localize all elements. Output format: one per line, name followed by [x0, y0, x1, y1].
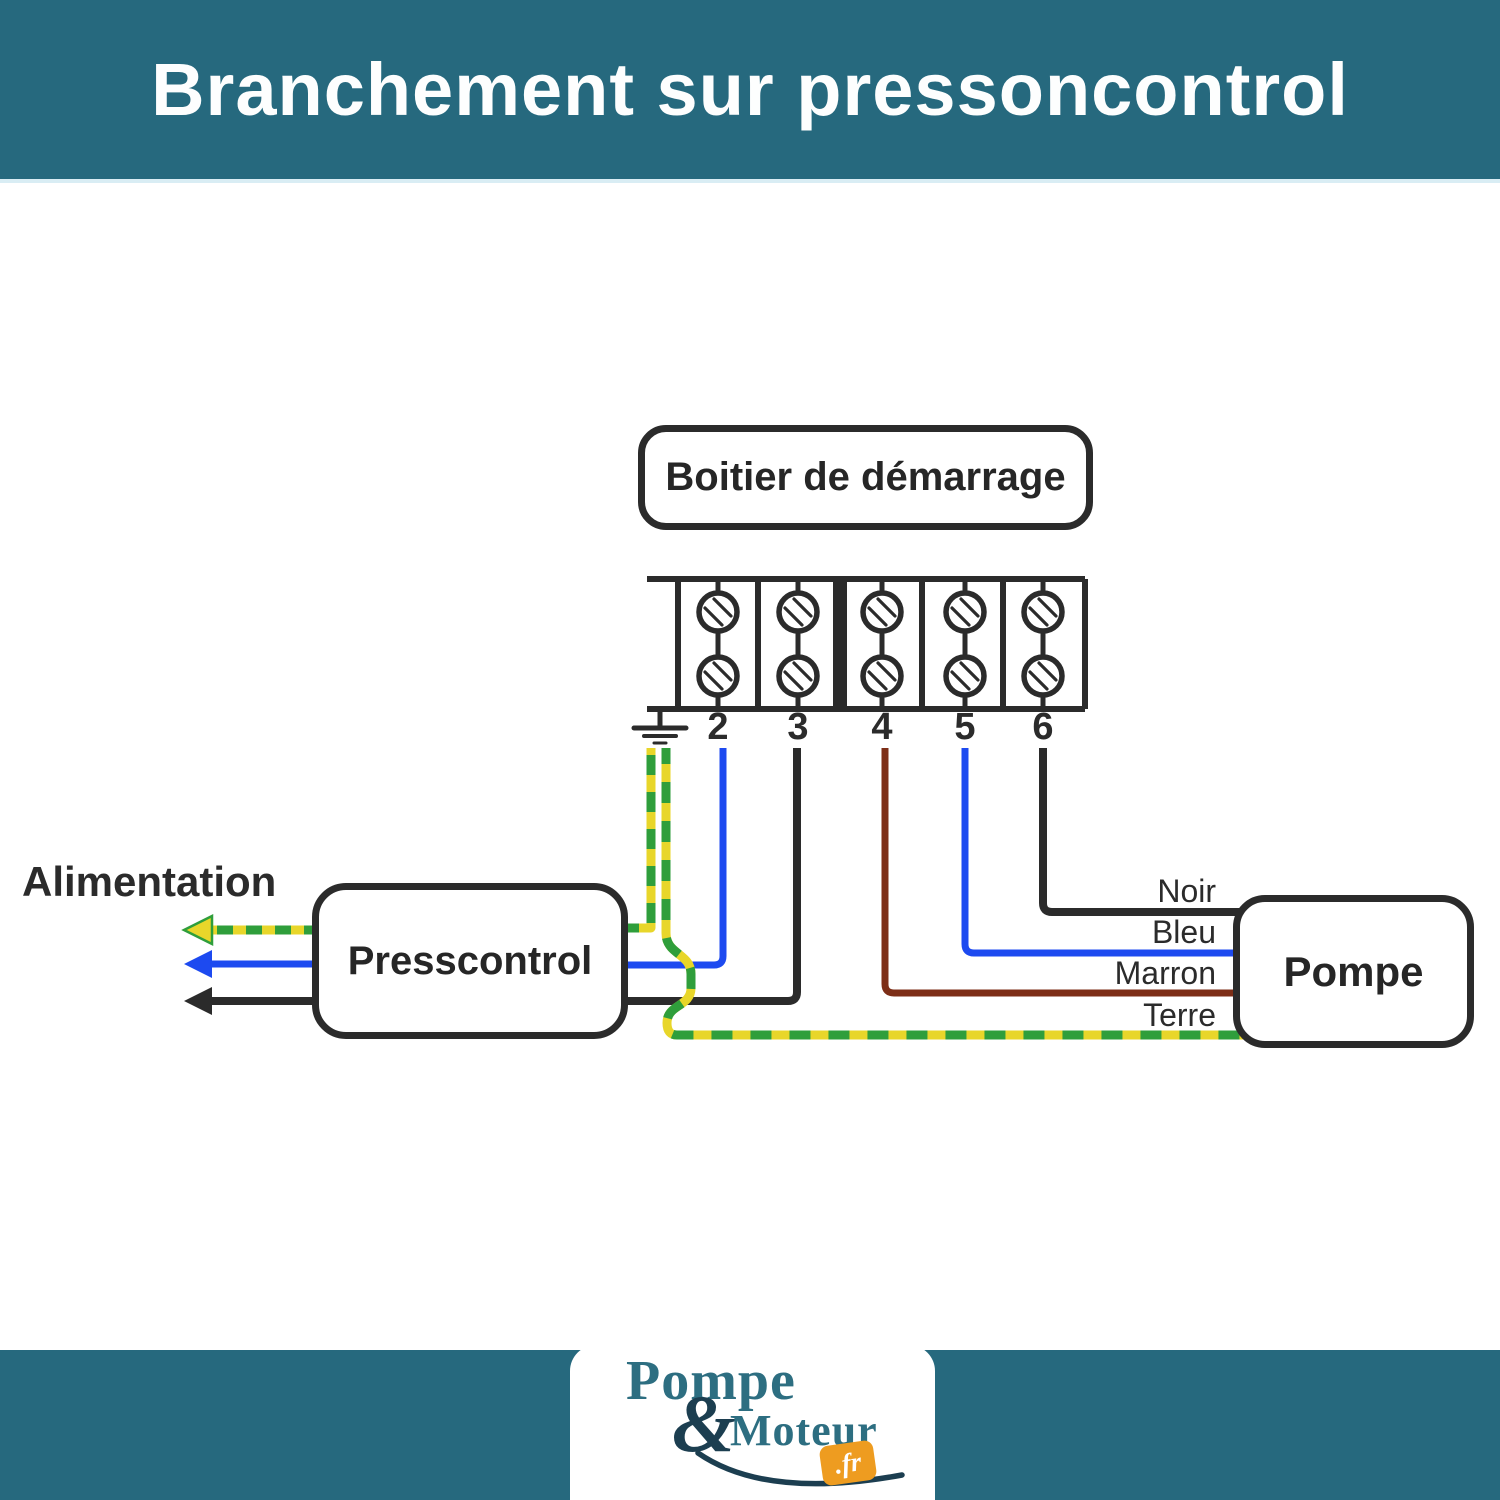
terminal-screw-column — [696, 579, 740, 709]
wire-marron-pompe — [881, 748, 1240, 997]
wire-label-terre: Terre — [1143, 997, 1216, 1033]
wire-black-presscontrol — [628, 748, 801, 1005]
wire-earth-presscontrol-dashes — [627, 748, 656, 933]
terminal-number-3: 3 — [787, 706, 809, 748]
wire-label-marron: Marron — [1114, 955, 1216, 991]
terminal-number-5: 5 — [954, 706, 976, 748]
terminal-screw-column — [943, 579, 987, 709]
boitier-label: Boitier de démarrage — [665, 455, 1066, 499]
terminal-number-6: 6 — [1032, 706, 1054, 748]
supply-arrow-blue — [184, 950, 316, 978]
header-band: Branchement sur pressoncontrol — [0, 0, 1500, 183]
terminal-number-4: 4 — [871, 706, 893, 748]
terminal-screw-column — [860, 579, 904, 709]
wire-blue-presscontrol — [628, 748, 727, 969]
pompe-box: Pompe — [1233, 895, 1474, 1048]
wire-noir-pompe — [1039, 748, 1240, 916]
logo-fr-text: .fr — [832, 1445, 864, 1480]
wire-terre-pompe-dashes — [661, 748, 1243, 1040]
presscontrol-box: Presscontrol — [312, 883, 628, 1039]
logo-ampersand: & — [672, 1378, 736, 1469]
logo-card: Pompe & Moteur .fr — [570, 1345, 935, 1500]
logo-text-pompe: Pompe — [626, 1350, 796, 1412]
presscontrol-label: Presscontrol — [347, 938, 593, 983]
wire-bleu-pompe — [961, 748, 1240, 957]
terminal-screw-column — [776, 579, 820, 709]
boitier-de-demarrage-box: Boitier de démarrage — [638, 425, 1093, 530]
terminal-screw-column — [1021, 579, 1065, 709]
ground-icon — [631, 706, 689, 745]
supply-arrow-earth — [181, 913, 316, 947]
supply-arrow-black — [184, 987, 316, 1015]
wire-label-noir: Noir — [1157, 873, 1216, 909]
terminal-number-2: 2 — [707, 706, 729, 748]
alimentation-label: Alimentation — [22, 858, 277, 905]
page-title: Branchement sur pressoncontrol — [151, 48, 1349, 131]
logo-fr-badge: .fr — [818, 1439, 878, 1487]
pompe-label: Pompe — [1283, 947, 1424, 995]
wire-label-bleu: Bleu — [1151, 914, 1216, 950]
